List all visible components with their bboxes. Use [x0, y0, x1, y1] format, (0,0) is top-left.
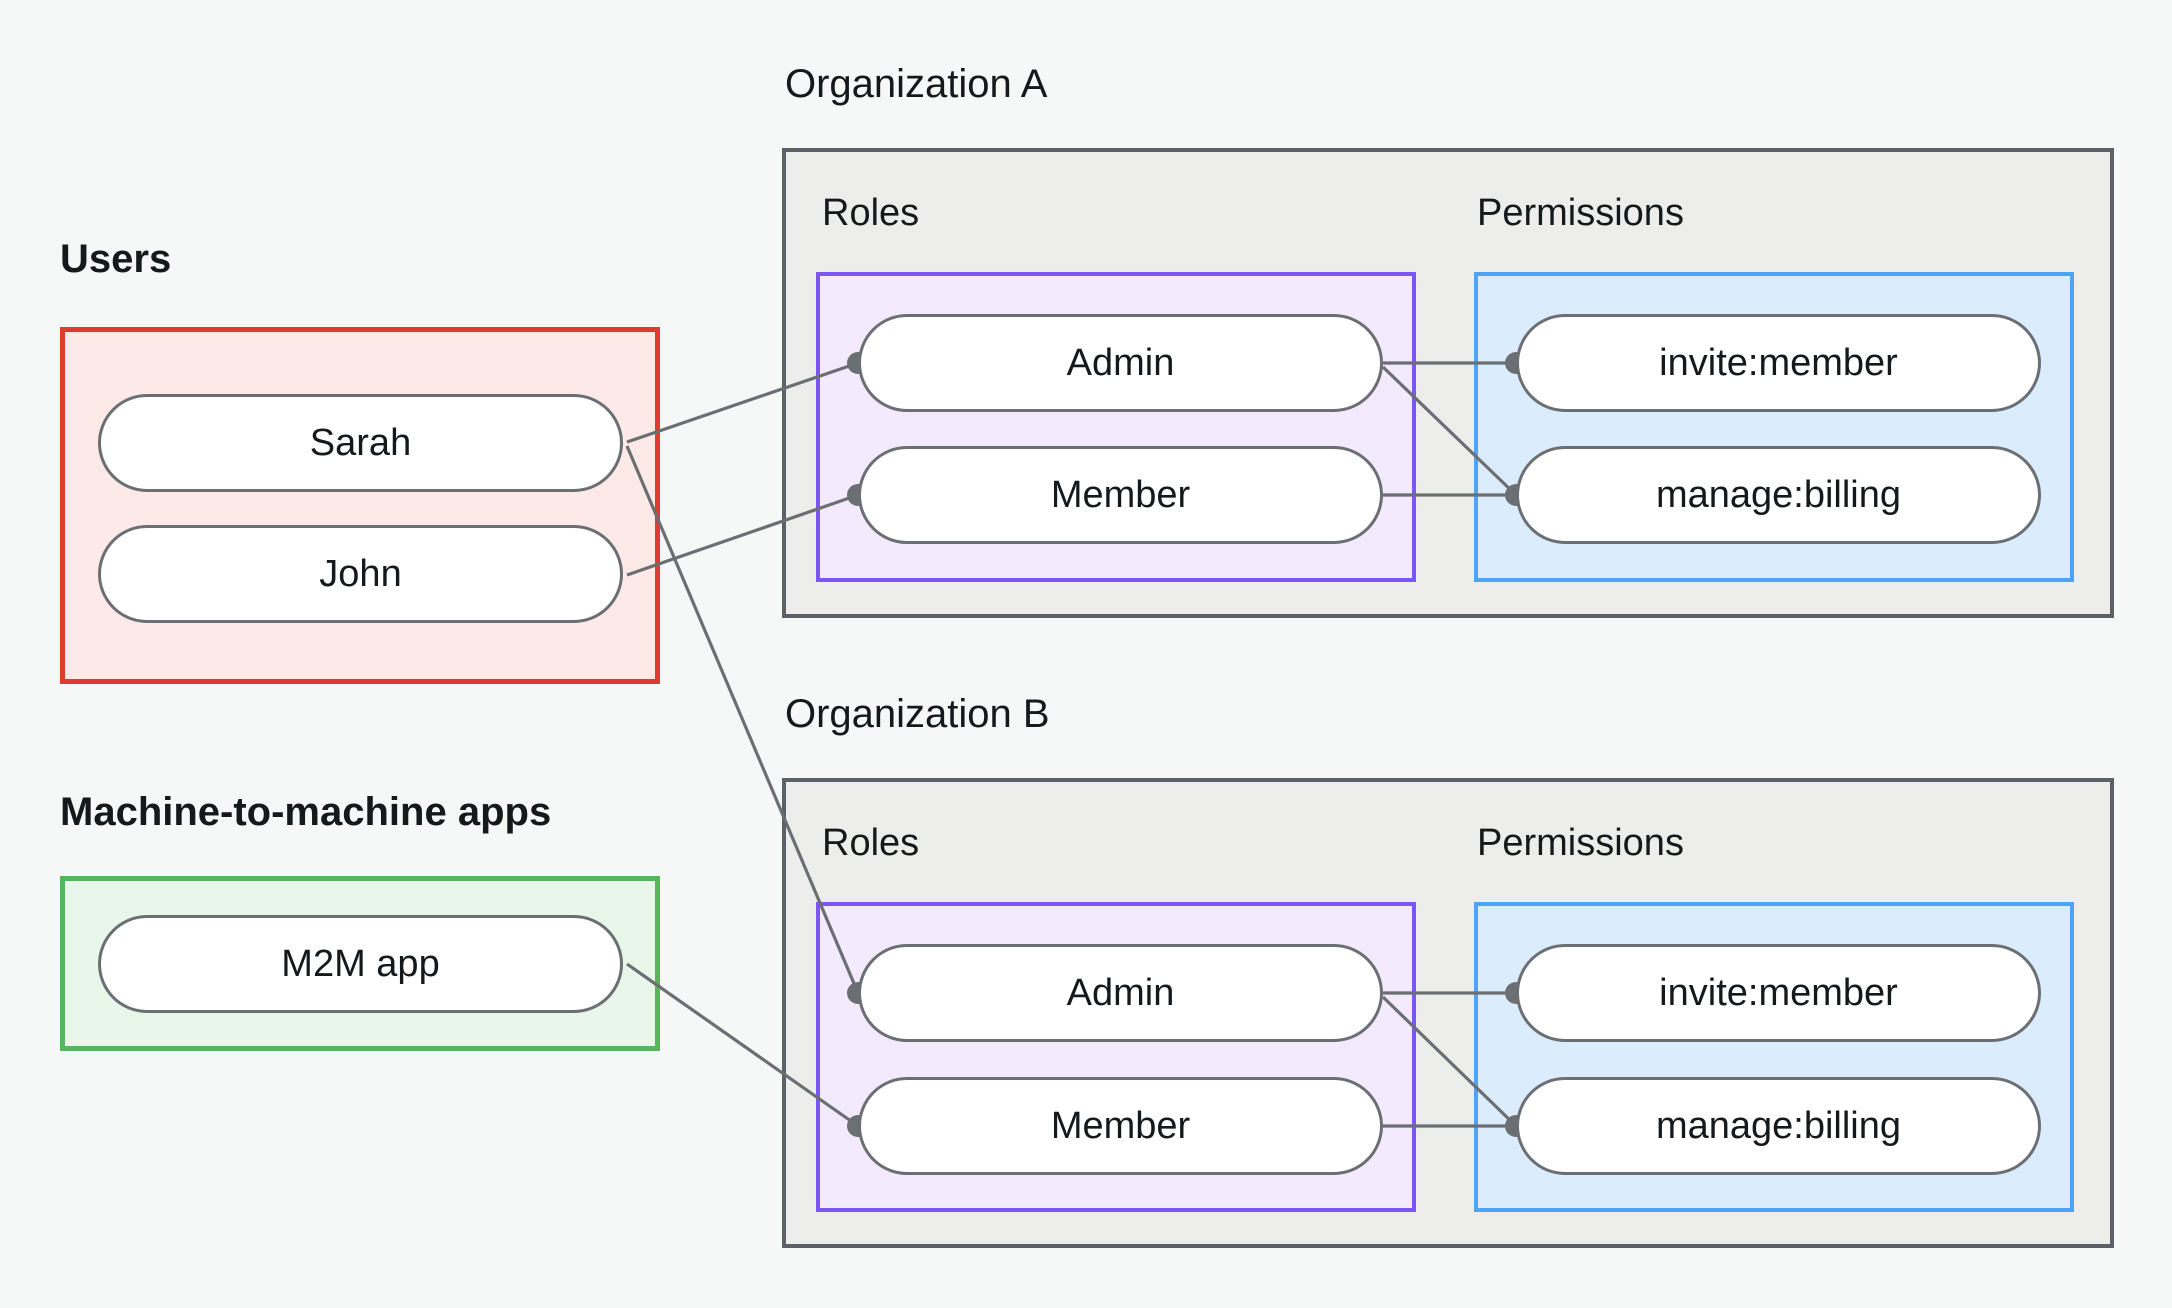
orgB-perm-pill-manage-billing[interactable]: manage:billing: [1516, 1077, 2041, 1175]
m2m-pill-app[interactable]: M2M app: [98, 915, 623, 1013]
user-pill-sarah[interactable]: Sarah: [98, 394, 623, 492]
orgA-role-label-member: Member: [1050, 473, 1191, 516]
orgA-role-pill-admin[interactable]: Admin: [858, 314, 1383, 412]
orgB-role-label-member: Member: [1050, 1104, 1191, 1147]
users-group-title: Users: [60, 237, 172, 281]
organization-b-roles-title: Roles: [822, 822, 920, 864]
orgB-perm-label-invite-member: invite:member: [1659, 971, 1898, 1014]
user-pill-john[interactable]: John: [98, 525, 623, 623]
m2m-label-app: M2M app: [281, 942, 440, 985]
organization-b-title: Organization B: [785, 692, 1050, 736]
orgB-perm-label-manage-billing: manage:billing: [1655, 1104, 1902, 1147]
orgA-perm-label-invite-member: invite:member: [1659, 341, 1898, 384]
orgA-role-pill-member[interactable]: Member: [858, 446, 1383, 544]
orgA-perm-pill-manage-billing[interactable]: manage:billing: [1516, 446, 2041, 544]
orgA-perm-pill-invite-member[interactable]: invite:member: [1516, 314, 2041, 412]
orgB-role-pill-member[interactable]: Member: [858, 1077, 1383, 1175]
organization-a-title: Organization A: [785, 62, 1048, 106]
organization-b-permissions-title: Permissions: [1477, 822, 1684, 864]
organization-a-permissions-title: Permissions: [1477, 192, 1684, 234]
user-label-sarah: Sarah: [309, 421, 412, 464]
user-label-john: John: [319, 552, 402, 595]
orgA-role-label-admin: Admin: [1066, 341, 1175, 384]
orgB-role-label-admin: Admin: [1066, 971, 1175, 1014]
orgB-perm-pill-invite-member[interactable]: invite:member: [1516, 944, 2041, 1042]
orgB-role-pill-admin[interactable]: Admin: [858, 944, 1383, 1042]
organization-a-roles-title: Roles: [822, 192, 920, 234]
orgA-perm-label-manage-billing: manage:billing: [1655, 473, 1902, 516]
m2m-group-title: Machine-to-machine apps: [60, 790, 552, 834]
users-container: [60, 327, 660, 684]
